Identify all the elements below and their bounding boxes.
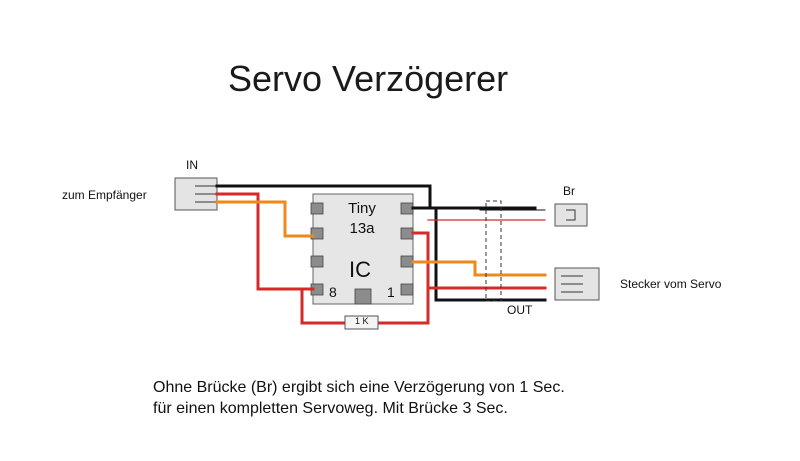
wire-red-resistor-out [376, 231, 430, 325]
resistor-label: 1 K [355, 316, 369, 326]
in-connector [174, 177, 218, 211]
wire-black-servo [434, 206, 547, 302]
pin8-label: 8 [329, 284, 337, 300]
ic-pin-6 [310, 227, 324, 240]
description-note: Ohne Brücke (Br) ergibt sich eine Verzög… [153, 377, 565, 419]
ic-pin-7 [310, 202, 324, 215]
ic-notch [354, 288, 372, 305]
ic-label: IC [349, 257, 371, 282]
wire-red-in [215, 192, 347, 325]
wire-orange-out [411, 260, 547, 277]
out-label: OUT [507, 303, 533, 317]
receiver-label: zum Empfänger [62, 188, 147, 202]
note-line1: Ohne Brücke (Br) ergibt sich eine Verzög… [153, 379, 565, 396]
ic-name-line1: Tiny [348, 200, 376, 217]
wire-orange-in [215, 200, 315, 238]
in-label: IN [186, 158, 198, 172]
ic-pin-1 [400, 283, 414, 296]
servo-plug-label: Stecker vom Servo [620, 277, 722, 291]
bridge-label: Br [563, 184, 575, 198]
wire-black-in [215, 184, 537, 210]
out-bracket [485, 200, 502, 302]
ic-pin-2 [400, 255, 414, 268]
ic-name: Tiny 13a [341, 199, 383, 239]
servo-connector [554, 267, 600, 301]
page-title: Servo Verzögerer [228, 58, 509, 99]
note-line2: für einen kompletten Servoweg. Mit Brück… [153, 400, 508, 417]
ic-pin-4 [400, 202, 414, 215]
ic-pin-5 [310, 255, 324, 268]
ic-name-line2: 13a [349, 220, 375, 237]
ic-pin-3 [400, 227, 414, 240]
bridge-jumper [554, 203, 588, 227]
ic-chip [310, 193, 414, 305]
resistor-1k [344, 315, 379, 330]
pin1-label: 1 [387, 284, 395, 300]
